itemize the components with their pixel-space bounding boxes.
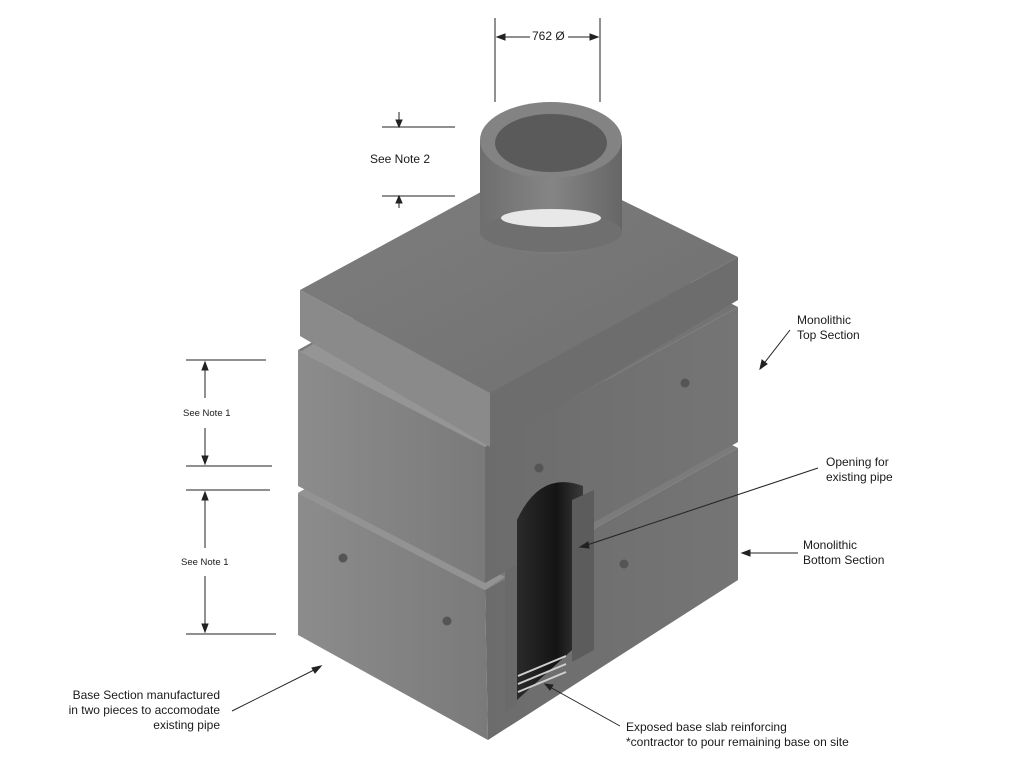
opening-arch — [517, 482, 583, 700]
top-section-callout: Monolithic Top Section — [797, 313, 860, 342]
lift-hole — [534, 463, 544, 473]
base-section-callout: Base Section manufactured in two pieces … — [68, 688, 220, 732]
riser-pipe — [480, 102, 622, 254]
pipe-opening — [505, 482, 594, 712]
reinforcing-bars — [517, 655, 567, 693]
leader-lines — [231, 329, 819, 727]
bottom-section-left-face — [298, 350, 485, 583]
opening-callout: Opening for existing pipe — [826, 455, 893, 484]
note1-lower-label: See Note 1 — [181, 557, 229, 568]
opening-jamb — [572, 490, 594, 662]
top-section-top-face — [300, 160, 738, 393]
diameter-label: 762 Ø — [532, 29, 565, 43]
lift-hole — [619, 559, 629, 569]
riser-gap — [501, 209, 601, 227]
riser-inner — [495, 114, 607, 172]
opening-sill — [505, 565, 517, 712]
reinforcing-callout: Exposed base slab reinforcing *contracto… — [626, 720, 849, 749]
note1-upper-label: See Note 1 — [183, 408, 231, 419]
top-section-right-face — [490, 257, 738, 447]
lift-hole — [442, 616, 452, 626]
top-section-left-face — [300, 290, 490, 447]
note2-label: See Note 2 — [370, 152, 431, 166]
bottom-section-callout: Monolithic Bottom Section — [803, 538, 885, 567]
lift-hole — [680, 378, 690, 388]
lift-hole — [338, 553, 348, 563]
top-section — [300, 160, 738, 447]
dimension-lines — [186, 18, 601, 635]
